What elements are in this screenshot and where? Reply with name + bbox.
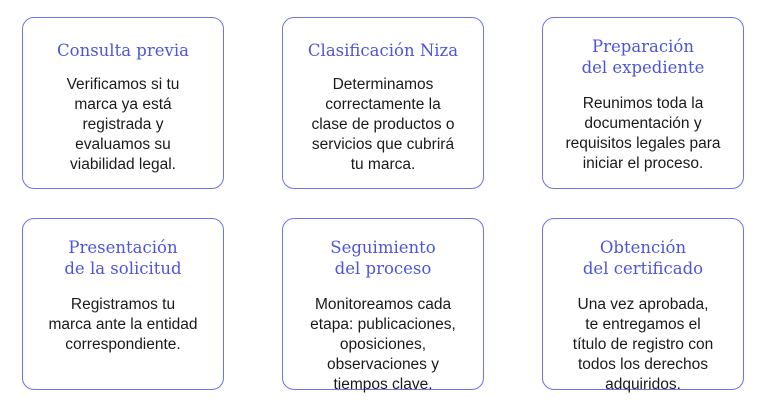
service-card-presentacion-solicitud: Presentación de la solicitud Registramos… — [22, 218, 224, 390]
card-description: Registramos tu marca ante la entidad cor… — [48, 296, 198, 353]
card-title: Consulta previa — [57, 41, 189, 60]
card-title: Obtención del certificado — [582, 238, 704, 278]
service-card-obtencion-certificado: Obtención del certificado Una vez aproba… — [542, 218, 744, 393]
service-card-consulta-previa: Consulta previa Verificamos si tu marca … — [22, 17, 224, 189]
service-card-preparacion-expediente: Preparación del expediente Reunimos toda… — [542, 17, 744, 189]
card-description: Reunimos toda la documentación y requisi… — [565, 95, 721, 172]
service-card-seguimiento-proceso: Seguimiento del proceso Monitoreamos cad… — [282, 218, 484, 393]
card-description: Monitoreamos cada etapa: publicaciones, … — [310, 296, 456, 393]
card-title: Clasificación Niza — [307, 41, 459, 60]
card-description: Una vez aprobada, te entregamos el títul… — [572, 296, 714, 393]
card-description: Determinamos correctamente la clase de p… — [311, 76, 455, 173]
card-title: Seguimiento del proceso — [330, 238, 436, 278]
card-title: Preparación del expediente — [581, 37, 705, 77]
card-title: Presentación de la solicitud — [64, 238, 182, 278]
service-card-clasificacion-niza: Clasificación Niza Determinamos correcta… — [282, 17, 484, 189]
card-description: Verificamos si tu marca ya está registra… — [66, 76, 180, 173]
